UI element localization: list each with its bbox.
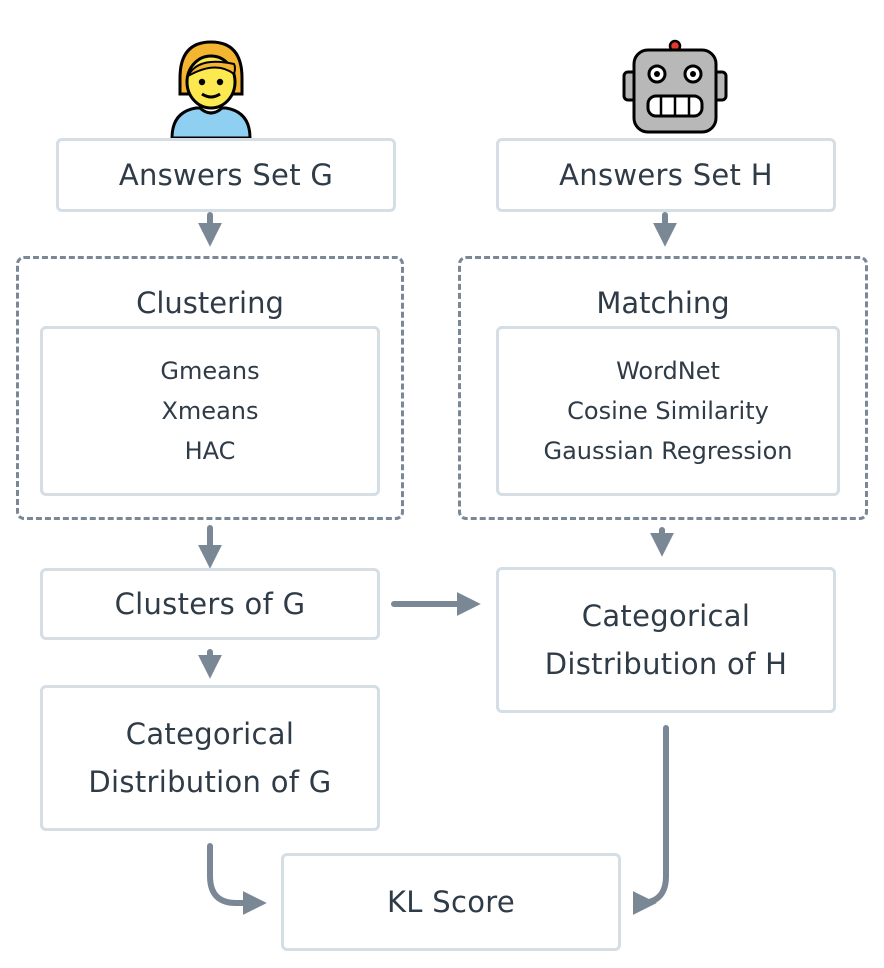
method-gaussian-regression: Gaussian Regression [543, 437, 793, 465]
method-gmeans: Gmeans [160, 357, 260, 385]
distribution-g-line-1: Categorical [125, 717, 295, 751]
distribution-h-box: Categorical Distribution of H [496, 567, 836, 713]
distribution-g-box: Categorical Distribution of G [40, 685, 380, 831]
clusters-of-g-box: Clusters of G [40, 568, 380, 640]
method-hac: HAC [184, 437, 236, 465]
matching-methods-box: WordNet Cosine Similarity Gaussian Regre… [496, 326, 840, 496]
answers-set-g-box: Answers Set G [56, 138, 396, 212]
arrow-dist-h-to-kl [632, 725, 669, 915]
matching-title: Matching [596, 286, 730, 320]
clustering-group [16, 256, 404, 520]
method-wordnet: WordNet [616, 357, 720, 385]
kl-score-box: KL Score [281, 853, 621, 951]
distribution-h-line-1: Categorical [581, 599, 751, 633]
method-cosine-similarity: Cosine Similarity [567, 397, 769, 425]
person-icon [170, 40, 252, 138]
clustering-title: Clustering [136, 286, 284, 320]
distribution-g-line-2: Distribution of G [88, 765, 332, 799]
robot-icon [622, 39, 728, 134]
arrow-dist-g-to-kl [207, 843, 267, 915]
answers-set-h-box: Answers Set H [496, 138, 836, 212]
distribution-h-line-2: Distribution of H [544, 647, 788, 681]
matching-group [458, 256, 868, 520]
method-xmeans: Xmeans [161, 397, 259, 425]
clustering-methods-box: Gmeans Xmeans HAC [40, 326, 380, 496]
